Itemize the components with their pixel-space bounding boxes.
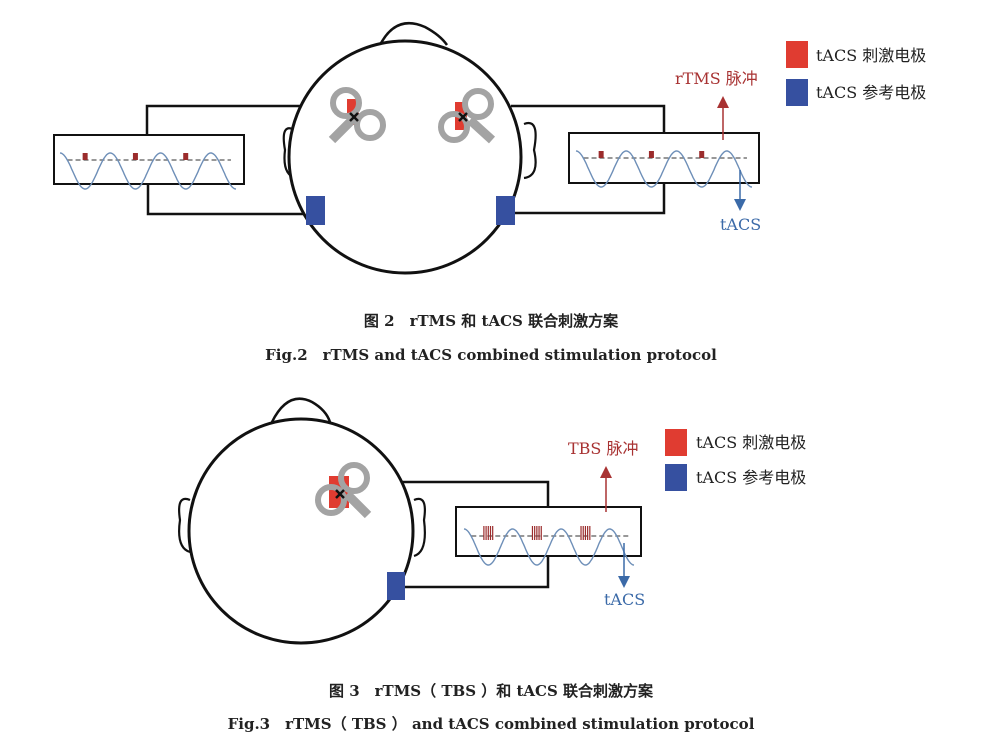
tbs-burst-mark	[580, 526, 591, 540]
fig2-left-tms-coil-icon	[328, 87, 386, 144]
fig2-caption-en: Fig.2 rTMS and tACS combined stimulation…	[265, 346, 717, 364]
fig3-waveform-box	[455, 506, 642, 566]
fig2-left-target-x-icon	[349, 112, 359, 122]
fig3-tms-coil-icon	[315, 462, 372, 519]
rtms-pulse-mark	[699, 151, 705, 158]
fig2-right-tms-coil-icon	[438, 88, 496, 144]
fig2-tacs-label: tACS	[720, 215, 761, 234]
legend-ref-label: tACS 参考电极	[696, 468, 806, 487]
fig3-pulse-label: TBS 脉冲	[568, 439, 638, 458]
fig2-left-bottom-wire	[146, 184, 308, 216]
fig3-target-x-icon	[335, 489, 345, 499]
fig2-wires	[145, 104, 666, 216]
fig2-left-top-wire	[145, 104, 302, 134]
fig2-nose	[378, 22, 449, 46]
fig3-left-ear	[178, 497, 191, 554]
fig2-right-ear	[523, 121, 537, 180]
fig2-head-outline	[287, 39, 523, 275]
fig2-caption-cn: 图 2 rTMS 和 tACS 联合刺激方案	[364, 312, 619, 330]
fig3-ref-electrode	[387, 572, 405, 600]
legend-ref-label: tACS 参考电极	[816, 83, 926, 102]
rtms-pulse-mark	[648, 151, 654, 158]
fig3-caption-en: Fig.3 rTMS（ TBS ） and tACS combined stim…	[228, 715, 755, 733]
fig3-wires	[398, 480, 550, 589]
fig2-head	[282, 22, 537, 275]
fig3-head	[178, 397, 426, 645]
fig3-coil-group	[315, 462, 372, 519]
fig2-right-coil-group	[438, 88, 496, 144]
legend-stim-swatch	[665, 429, 687, 456]
fig3-head-outline	[187, 417, 415, 645]
fig3-right-ear	[413, 497, 426, 558]
rtms-pulse-mark	[132, 153, 138, 160]
fig2-pulse-label: rTMS 脉冲	[675, 69, 758, 88]
tacs-sine-wave	[463, 528, 635, 566]
fig2-left-waveform-box	[53, 134, 245, 190]
rtms-pulse-mark	[598, 151, 604, 158]
fig2-right-target-x-icon	[458, 112, 468, 122]
fig2-right-waveform-box	[568, 132, 760, 188]
tacs-sine-wave	[575, 150, 753, 188]
legend-ref-swatch	[665, 464, 687, 491]
fig2-right-ref-electrode	[496, 196, 515, 225]
fig3-top-wire	[398, 480, 550, 509]
fig3-tacs-label: tACS	[604, 590, 645, 609]
rtms-pulse-mark	[183, 153, 189, 160]
legend-stim-label: tACS 刺激电极	[816, 46, 926, 65]
rtms-pulse-mark	[82, 153, 88, 160]
legend-stim-label: tACS 刺激电极	[696, 433, 806, 452]
fig2-legend: tACS 刺激电极 tACS 参考电极	[786, 41, 926, 106]
fig3-legend: tACS 刺激电极 tACS 参考电极	[665, 429, 806, 491]
fig3-bottom-wire	[404, 556, 550, 589]
figure-3: TBS 脉冲 tACS tACS 刺激电极 tACS 参考电极 图 3 rTMS…	[178, 397, 806, 733]
fig2-left-ref-electrode	[306, 196, 325, 225]
legend-stim-swatch	[786, 41, 808, 68]
fig3-nose	[270, 397, 332, 423]
fig2-right-top-wire	[511, 104, 666, 134]
fig2-left-coil-group	[328, 87, 386, 144]
fig3-caption-cn: 图 3 rTMS（ TBS ）和 tACS 联合刺激方案	[329, 682, 654, 700]
tbs-burst-mark	[531, 526, 542, 540]
legend-ref-swatch	[786, 79, 808, 106]
tacs-sine-wave	[59, 152, 237, 190]
fig2-right-bottom-wire	[514, 184, 666, 215]
tbs-burst-mark	[483, 526, 494, 540]
figure-2: rTMS 脉冲 tACS tACS 刺激电极 tACS 参考电极 图 2 rTM…	[53, 22, 926, 364]
